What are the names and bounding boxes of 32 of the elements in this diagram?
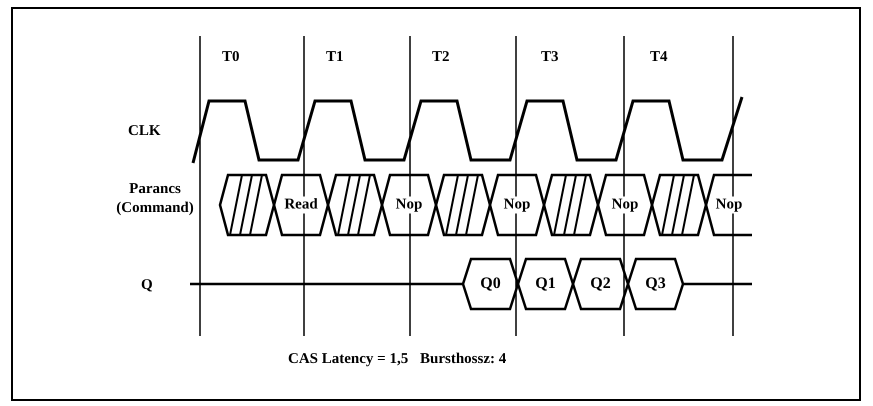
bus-state-hexagon: [518, 258, 573, 310]
signal-name: Q: [141, 276, 153, 295]
state-label: Nop: [394, 196, 424, 214]
dont-care-hexagon: [436, 174, 490, 236]
timing-note: Bursthossz: 4: [420, 350, 506, 369]
time-label: T3: [541, 48, 559, 67]
state-label: Q2: [589, 275, 612, 293]
bus-state-hexagon: [598, 174, 652, 236]
time-label: T4: [650, 48, 668, 67]
time-label: T2: [432, 48, 450, 67]
state-label: Read: [283, 196, 319, 214]
time-label: T1: [326, 48, 344, 67]
state-label: Nop: [502, 196, 532, 214]
bus-state-hexagon: [382, 174, 436, 236]
state-label: Nop: [714, 196, 744, 214]
state-label: Q1: [534, 275, 557, 293]
dont-care-hexagon: [328, 174, 382, 236]
dont-care-hexagon: [220, 174, 274, 236]
bus-state-hexagon: [628, 258, 683, 310]
bus-state-hexagon: [573, 258, 628, 310]
state-label: Q0: [479, 275, 502, 293]
state-label: Nop: [610, 196, 640, 214]
dont-care-hexagon: [652, 174, 706, 236]
signal-name: Parancs (Command): [115, 180, 195, 218]
state-label: Q3: [644, 275, 667, 293]
time-label: T0: [222, 48, 240, 67]
bus-state-hexagon: [274, 174, 328, 236]
signal-name: CLK: [128, 122, 161, 141]
dont-care-hexagon: [544, 174, 598, 236]
timing-note: CAS Latency = 1,5: [288, 350, 408, 369]
bus-state-hexagon: [463, 258, 518, 310]
bus-state-hexagon: [490, 174, 544, 236]
